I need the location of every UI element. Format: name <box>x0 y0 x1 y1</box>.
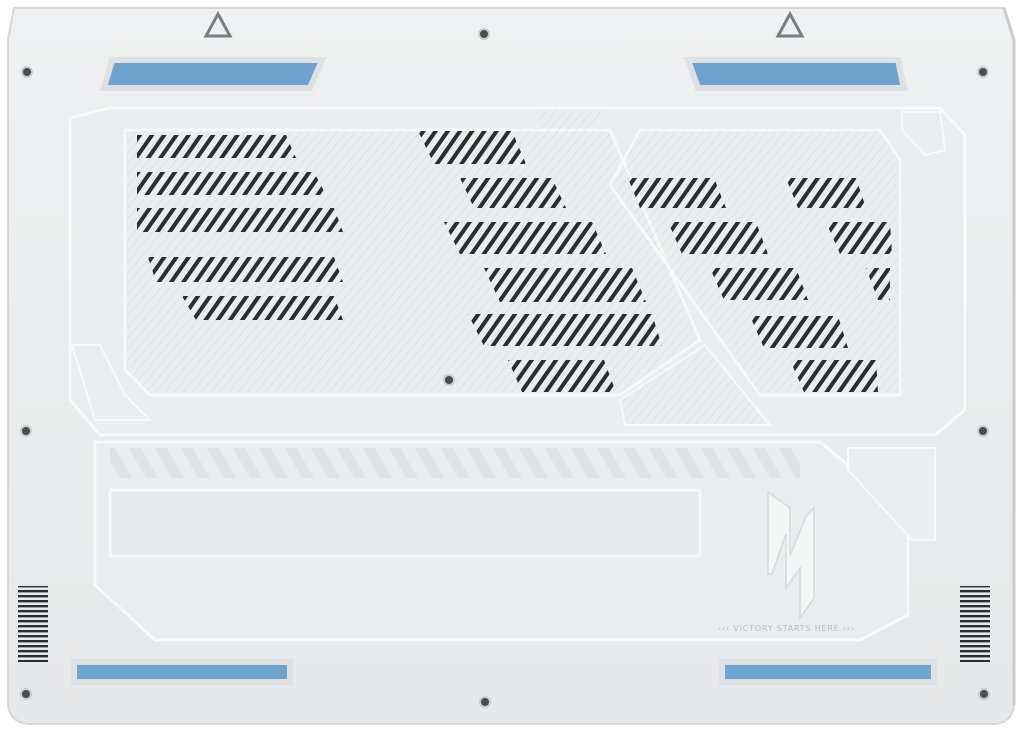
middle-vent-slots <box>418 131 662 392</box>
lower-right-trim <box>847 447 936 541</box>
screw <box>20 425 32 437</box>
right-vent-slots <box>628 178 892 392</box>
screw <box>978 688 990 700</box>
screw <box>443 374 455 386</box>
screw <box>20 688 32 700</box>
left-side-trim <box>70 344 153 421</box>
rubber-feet <box>71 57 937 685</box>
foot-top-right <box>683 57 908 91</box>
screw <box>478 28 490 40</box>
left-side-grille <box>18 586 48 662</box>
chevron-strip <box>110 448 800 478</box>
chassis-right-edge <box>1002 7 1016 705</box>
right-side-grille <box>960 586 990 662</box>
screw <box>977 66 989 78</box>
screw <box>977 425 989 437</box>
slogan-text: ‹‹‹ VICTORY STARTS HERE ››› <box>718 624 855 633</box>
screw <box>21 66 33 78</box>
foot-bottom-right <box>719 659 937 685</box>
screw <box>479 696 491 708</box>
center-hatch-lower <box>618 343 773 426</box>
foot-bottom-left <box>71 659 293 685</box>
right-side-trim <box>901 111 947 157</box>
left-vent-slots <box>137 135 343 320</box>
triangle-marker-icon <box>203 10 233 38</box>
lower-recess <box>108 488 702 558</box>
brand-logo-icon <box>767 490 815 621</box>
triangle-marker-icon <box>775 10 805 38</box>
screws <box>20 28 990 708</box>
center-hatch-upper <box>535 110 605 140</box>
foot-top-left <box>100 57 327 91</box>
